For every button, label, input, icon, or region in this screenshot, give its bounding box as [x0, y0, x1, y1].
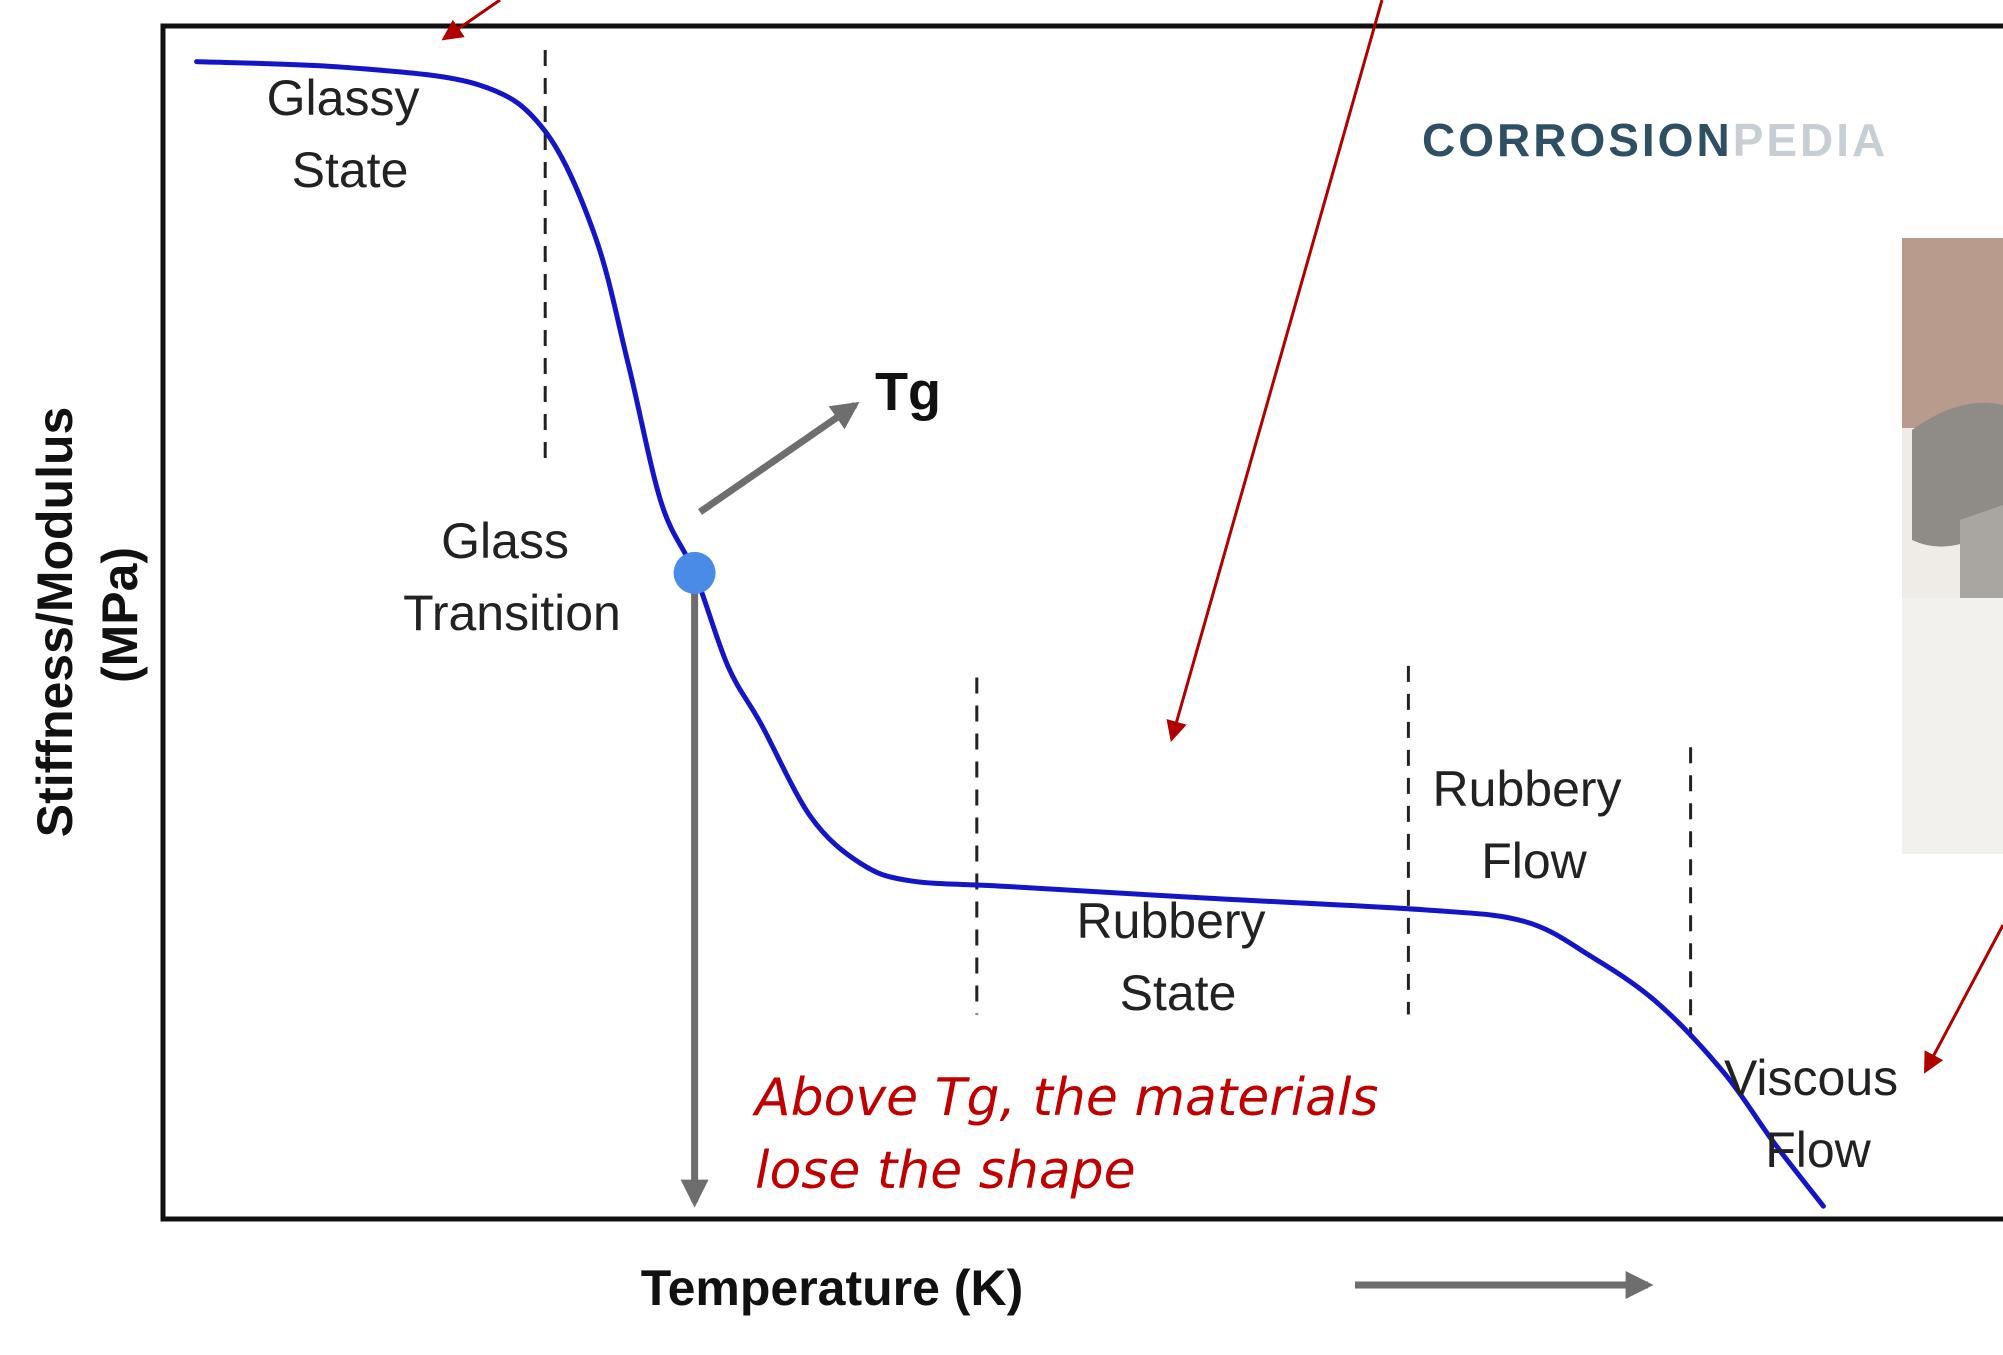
- region-label-rubbery-flow: Rubbery Flow: [1433, 761, 1636, 889]
- modulus-curve: [194, 59, 1826, 1209]
- region-label-glass-transition: Glass Transition: [403, 513, 621, 641]
- region-label-glassy-state: Glassy State: [267, 70, 434, 198]
- red-arrow-glassy: [441, 0, 501, 41]
- region-boundaries: [543, 50, 1693, 1038]
- tg-label: Tg: [875, 362, 941, 422]
- region-label-viscous-flow: Viscous Flow: [1724, 1050, 1912, 1178]
- watermark-part-2: PEDIA: [1733, 114, 1889, 166]
- tg-pointer-arrow: [698, 401, 860, 515]
- watermark-part-1: CORROSION: [1422, 114, 1733, 166]
- tg-point: [673, 551, 716, 594]
- annotation-text: Above Tg, the materials lose the shape: [752, 1068, 1395, 1201]
- region-label-rubbery-state: Rubbery State: [1077, 893, 1280, 1021]
- red-arrow-rubbery: [1166, 0, 1384, 743]
- red-arrow-viscous: [1924, 924, 2003, 1074]
- x-axis-title: Temperature (K): [641, 1260, 1023, 1316]
- watermark-logo: CORROSIONPEDIA: [1422, 114, 1888, 166]
- plot-frame: [160, 23, 2003, 1222]
- y-axis-title: Stiffness/Modulus (MPa): [27, 393, 148, 837]
- photo-fragment: [1902, 238, 2003, 854]
